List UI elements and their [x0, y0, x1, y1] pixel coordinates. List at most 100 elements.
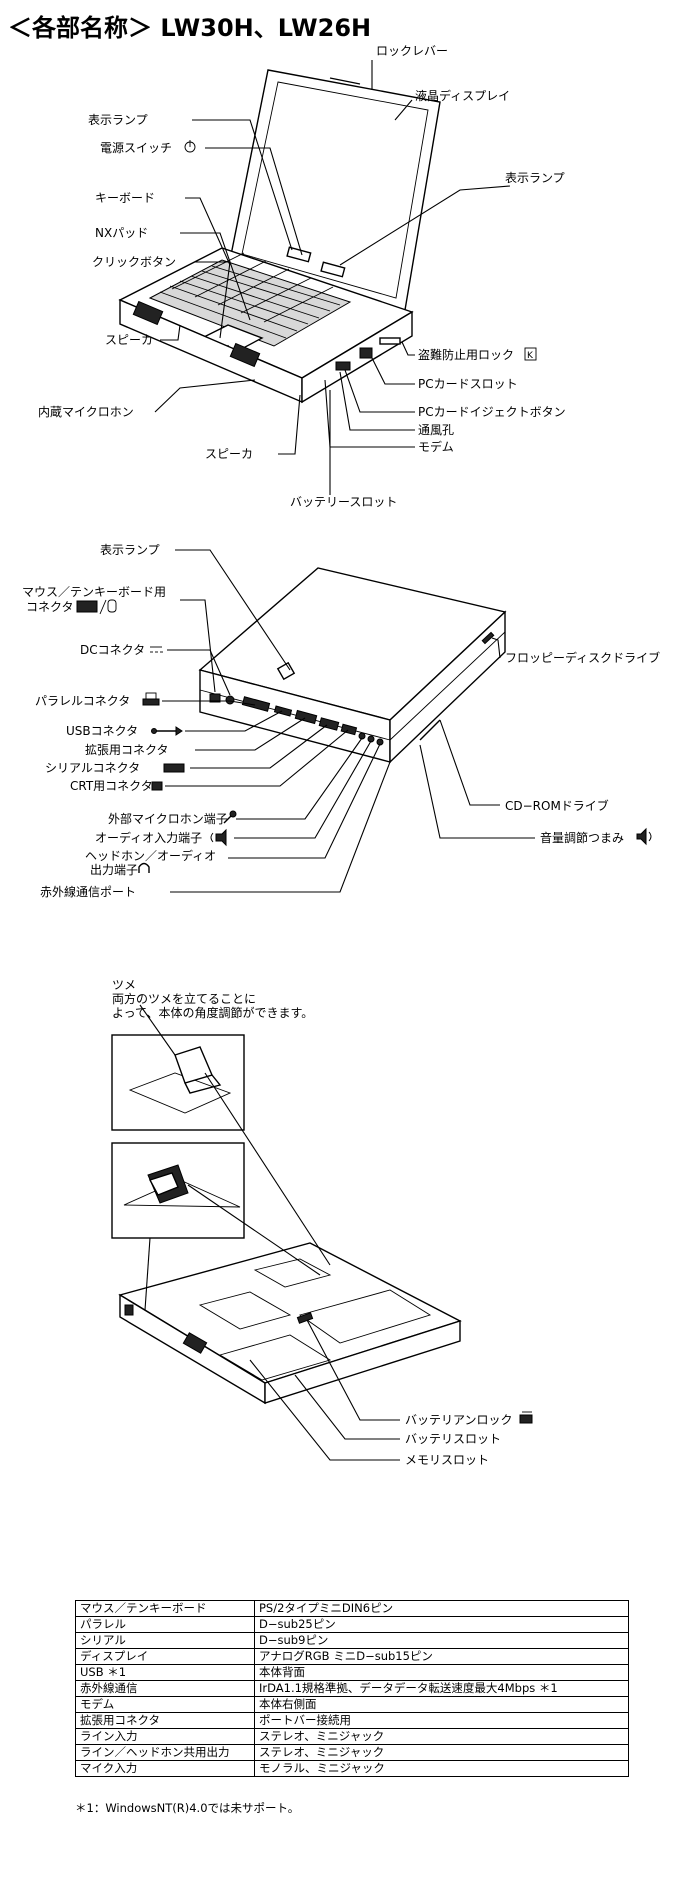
label-tilt-note-line2: よって、本体の角度調節ができます。 [112, 1005, 313, 1020]
audio-in-icon [210, 828, 227, 847]
spec-item-cell: パラレル [75, 1616, 255, 1633]
figure2-leader-lines [162, 549, 535, 893]
label-indicator-lamp-right: 表示ランプ [505, 171, 565, 185]
spec-value-cell: 本体右側面 [254, 1696, 629, 1713]
label-crt: CRT用コネクタ [70, 779, 153, 793]
serial-icon [163, 763, 185, 773]
speaker-volume-icon [636, 827, 652, 846]
figure-bottom-view: ツメ 両方のツメを立てることに よって、本体の角度調節ができます。 [111, 978, 533, 1467]
label-pc-card-eject: PCカードイジェクトボタン [418, 405, 566, 419]
page-title: ＜各部名称＞ LW30H、LW26H [8, 14, 372, 42]
spec-value-cell: D−sub9ピン [254, 1632, 629, 1649]
label-mouse-connector-line1: マウス／テンキーボード用 [22, 585, 166, 599]
label-floppy: フロッピーディスクドライブ [505, 650, 660, 665]
spec-value-cell: モノラル、ミニジャック [254, 1760, 629, 1777]
table-row: 拡張用コネクタポートバー接続用 [75, 1712, 629, 1729]
laptop-bottom-drawing [118, 1242, 462, 1405]
label-memory-slot: メモリスロット [405, 1453, 489, 1467]
printer-icon [142, 692, 160, 706]
spec-item-cell: ライン入力 [75, 1728, 255, 1745]
figure1-leader-lines [154, 60, 511, 495]
laptop-front-drawing [118, 69, 441, 404]
label-security-lock: 盗難防止用ロック [418, 347, 514, 362]
spec-item-cell: ライン／ヘッドホン共用出力 [75, 1744, 255, 1761]
label-nx-pad: NXパッド [95, 226, 148, 240]
figure3-leader-lines [139, 1004, 400, 1461]
spec-item-cell: マイク入力 [75, 1760, 255, 1777]
label-ext-mic: 外部マイクロホン端子 [108, 811, 228, 826]
label-speaker-bottom: スピーカ [205, 447, 253, 461]
figure-rear-view: 表示ランプ マウス／テンキーボード用 コネクタ DCコネクタ フロッピーディスク… [22, 543, 660, 899]
spec-item-cell: ディスプレイ [75, 1648, 255, 1665]
spec-item-cell: 赤外線通信 [75, 1680, 255, 1697]
label-modem: モデム [418, 439, 454, 454]
label-audio-in: オーディオ入力端子 [95, 830, 202, 845]
spec-value-cell: 本体背面 [254, 1664, 629, 1681]
table-row: モデム本体右側面 [75, 1696, 629, 1713]
spec-item-cell: モデム [75, 1696, 255, 1713]
label-infrared: 赤外線通信ポート [40, 884, 136, 899]
security-lock-icon: K [524, 347, 537, 361]
label-indicator-lamp-left: 表示ランプ [88, 113, 148, 127]
spec-value-cell: ステレオ、ミニジャック [254, 1728, 629, 1745]
label-cdrom: CD−ROMドライブ [505, 798, 609, 813]
spec-value-cell: ステレオ、ミニジャック [254, 1744, 629, 1761]
label-vent: 通風孔 [418, 423, 454, 437]
headphone-icon [138, 862, 150, 873]
svg-text:K: K [527, 351, 534, 361]
spec-value-cell: IrDA1.1規格準拠、データデータ転送速度最大4Mbps ＊1 [254, 1680, 629, 1697]
spec-item-cell: USB ＊1 [75, 1664, 255, 1681]
figure-front-view: ロックレバー 液晶ディスプレイ 表示ランプ 電源スイッチ 表示ランプ キーボード… [38, 44, 566, 509]
label-builtin-mic: 内蔵マイクロホン [38, 405, 134, 419]
spec-value-cell: アナログRGB ミニD−sub15ピン [254, 1648, 629, 1665]
battery-unlock-icon [519, 1411, 533, 1424]
table-row: ライン入力ステレオ、ミニジャック [75, 1728, 629, 1745]
mouse-keyboard-icon [76, 599, 117, 615]
label-indicator-lamp: 表示ランプ [100, 543, 160, 557]
spec-value-cell: D−sub25ピン [254, 1616, 629, 1633]
label-dc-connector: DCコネクタ [80, 643, 145, 657]
label-battery-slot-bottom: バッテリスロット [405, 1432, 501, 1446]
label-pc-card-slot: PCカードスロット [418, 377, 518, 391]
microphone-icon [223, 810, 237, 824]
spec-item-cell: マウス／テンキーボード [75, 1600, 255, 1617]
spec-item-cell: シリアル [75, 1632, 255, 1649]
spec-item-cell: 拡張用コネクタ [75, 1712, 255, 1729]
inset-tilt-foot-closeup-1 [111, 1034, 245, 1131]
label-power-switch: 電源スイッチ [100, 141, 172, 155]
label-tsume: ツメ [112, 978, 136, 992]
label-mouse-connector-line2: コネクタ [26, 600, 74, 614]
label-usb: USBコネクタ [66, 724, 138, 738]
label-volume: 音量調節つまみ [540, 830, 624, 845]
label-parallel: パラレルコネクタ [35, 694, 130, 708]
label-tilt-note-line1: 両方のツメを立てることに [112, 991, 256, 1006]
label-headphone-line2: 出力端子 [90, 863, 138, 877]
label-lock-lever: ロックレバー [376, 44, 448, 58]
spec-value-cell: ポートバー接続用 [254, 1712, 629, 1729]
crt-icon [151, 781, 163, 791]
table-row: ディスプレイアナログRGB ミニD−sub15ピン [75, 1648, 629, 1665]
laptop-rear-drawing [198, 567, 507, 764]
spec-value-cell: PS/2タイプミニDIN6ピン [254, 1600, 629, 1617]
label-keyboard: キーボード [95, 191, 155, 205]
table-row: マイク入力モノラル、ミニジャック [75, 1760, 629, 1777]
label-battery-unlock: バッテリアンロック [405, 1413, 513, 1427]
label-headphone-line1: ヘッドホン／オーディオ [85, 848, 216, 863]
usb-icon [151, 726, 183, 736]
label-click-button: クリックボタン [92, 255, 176, 269]
power-icon [184, 140, 196, 153]
footnote: ＊1：WindowsNT(R)4.0では未サポート。 [75, 1801, 300, 1815]
label-expansion: 拡張用コネクタ [85, 743, 169, 757]
inset-tilt-foot-closeup-2 [111, 1142, 245, 1239]
label-serial: シリアルコネクタ [45, 761, 140, 775]
table-row: ライン／ヘッドホン共用出力ステレオ、ミニジャック [75, 1744, 629, 1761]
dc-icon [150, 646, 163, 653]
label-battery-slot: バッテリースロット [290, 495, 397, 509]
label-speaker-left: スピーカ [105, 333, 153, 347]
